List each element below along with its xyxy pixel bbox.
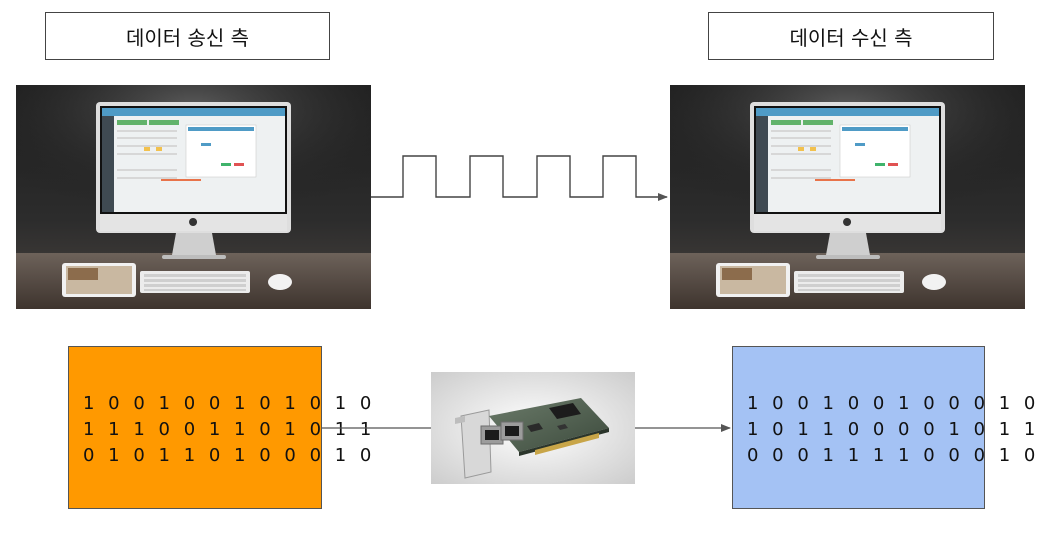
sender-bits-line-1: 1 0 0 1 0 0 1 0 1 0 1 0 (83, 393, 376, 414)
receiver-bits-line-3: 0 0 0 1 1 1 1 0 0 0 1 0 (747, 445, 1040, 466)
network-interface-card-icon (431, 372, 635, 484)
receiver-bits-line-2: 1 0 1 1 0 0 0 0 1 0 1 1 (747, 419, 1040, 440)
sender-label: 데이터 송신 측 (45, 12, 330, 60)
receiver-binary-data: 1 0 0 1 0 0 1 0 0 0 1 0 1 0 1 1 0 0 0 0 … (732, 346, 1040, 509)
square-wave-signal (371, 155, 668, 201)
receiver-label: 데이터 수신 측 (708, 12, 994, 60)
sender-binary-data: 1 0 0 1 0 0 1 0 1 0 1 0 1 1 1 0 0 1 1 0 … (68, 346, 376, 509)
sender-computer-image (16, 85, 371, 309)
receiver-bits-line-1: 1 0 0 1 0 0 1 0 0 0 1 0 (747, 393, 1040, 414)
sender-bits-line-2: 1 1 1 0 0 1 1 0 1 0 1 1 (83, 419, 376, 440)
receiver-computer-image (670, 85, 1025, 309)
sender-bits-line-3: 0 1 0 1 1 0 1 0 0 0 1 0 (83, 445, 376, 466)
